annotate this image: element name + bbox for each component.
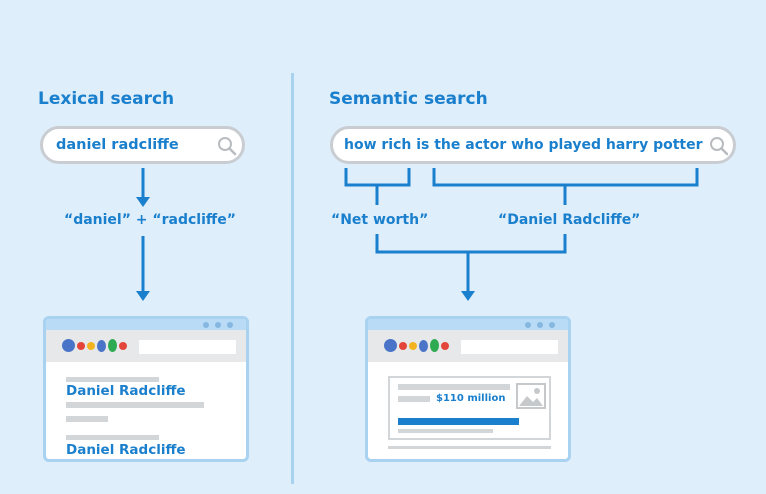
card-highlight-bar (398, 418, 519, 425)
card-text-line (398, 384, 510, 390)
window-titlebar (368, 319, 568, 330)
result-title-1[interactable]: Daniel Radcliffe (66, 383, 186, 399)
lexical-tokens: “daniel” + “radcliffe” (64, 212, 236, 228)
arrow-down-1 (136, 197, 150, 207)
section-divider (291, 73, 294, 484)
window-dot (203, 322, 209, 328)
window-dot (537, 322, 543, 328)
bracket-actor (432, 168, 699, 187)
semantic-results-window: $110 million (365, 316, 571, 462)
result-separator-line (388, 446, 551, 449)
result-snippet-line (66, 402, 204, 408)
search-engine-logo-icon (62, 338, 128, 354)
card-text-line (398, 396, 430, 402)
lexical-results-window: Daniel Radcliffe Daniel Radcliffe (43, 316, 249, 462)
magnifier-icon (710, 137, 729, 156)
bracket-net-worth (344, 168, 411, 187)
semantic-search-box[interactable]: how rich is the actor who played harry p… (330, 126, 736, 164)
arrow-down-2 (136, 291, 150, 301)
arrow-down-3 (461, 291, 475, 301)
window-dot (215, 322, 221, 328)
result-title-2[interactable]: Daniel Radcliffe (66, 442, 186, 458)
search-engine-logo-icon (384, 338, 450, 354)
concept-daniel-radcliffe: “Daniel Radcliffe” (498, 212, 641, 228)
result-url-line (66, 377, 159, 382)
window-toolbar (46, 330, 246, 362)
window-dot (525, 322, 531, 328)
card-text-line (398, 429, 493, 433)
result-url-line (66, 435, 159, 440)
answer-value: $110 million (436, 393, 506, 404)
semantic-query-text: how rich is the actor who played harry p… (344, 137, 703, 153)
result-snippet-line (66, 416, 108, 422)
window-dot (227, 322, 233, 328)
window-titlebar (46, 319, 246, 330)
address-bar[interactable] (461, 340, 558, 354)
lexical-heading: Lexical search (38, 89, 175, 109)
answer-card[interactable]: $110 million (388, 376, 551, 440)
image-placeholder-icon (516, 383, 546, 409)
window-toolbar (368, 330, 568, 362)
concept-net-worth: “Net worth” (331, 212, 429, 228)
merge-bracket (375, 234, 567, 254)
lexical-search-box[interactable]: daniel radcliffe (40, 126, 245, 164)
semantic-heading: Semantic search (329, 89, 488, 109)
lexical-query-text: daniel radcliffe (56, 137, 179, 153)
window-dot (549, 322, 555, 328)
magnifier-icon (218, 137, 237, 156)
address-bar[interactable] (139, 340, 236, 354)
